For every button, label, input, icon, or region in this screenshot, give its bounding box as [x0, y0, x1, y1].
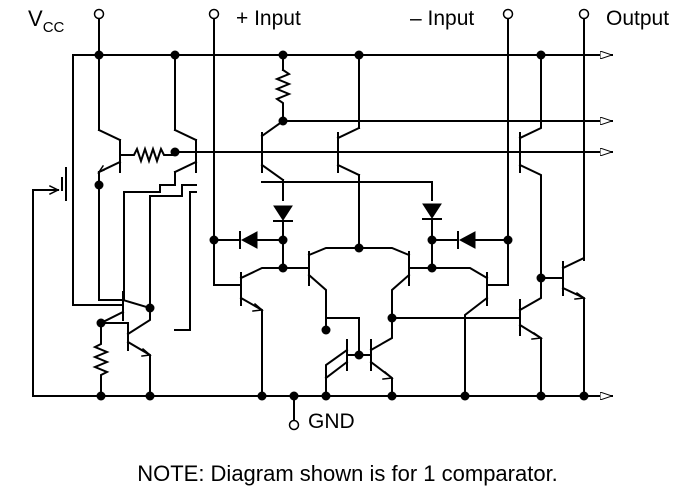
minus-input-pin: [502, 8, 514, 141]
plus-input-label: + Input: [236, 7, 301, 30]
minus-input-label: – Input: [410, 7, 475, 30]
input-transistors-top: [174, 54, 433, 249]
input-transistor-left: [213, 267, 284, 397]
input-transistor-right: [431, 239, 509, 397]
bias-transistors-lower: [92, 291, 152, 397]
vcc-label: VCC: [28, 6, 64, 36]
mirror-load: [324, 317, 521, 397]
input-bias-resistor: [274, 54, 292, 122]
vcc-pin: [93, 8, 105, 56]
current-mirror-left: [97, 54, 198, 331]
gnd-label: GND: [308, 410, 355, 433]
bias-fet: [32, 54, 124, 397]
diodes: [213, 139, 509, 269]
diagram-note: NOTE: Diagram shown is for 1 comparator.: [137, 461, 558, 486]
vcc-label-subscript: CC: [42, 19, 65, 36]
vcc-label-main: V: [28, 6, 43, 31]
junction-dots: [94, 50, 589, 401]
gnd-pin: [288, 395, 300, 431]
differential-pair: [282, 247, 433, 331]
output-stage: [518, 54, 587, 397]
output-pin: [578, 8, 590, 261]
output-label: Output: [606, 7, 670, 30]
